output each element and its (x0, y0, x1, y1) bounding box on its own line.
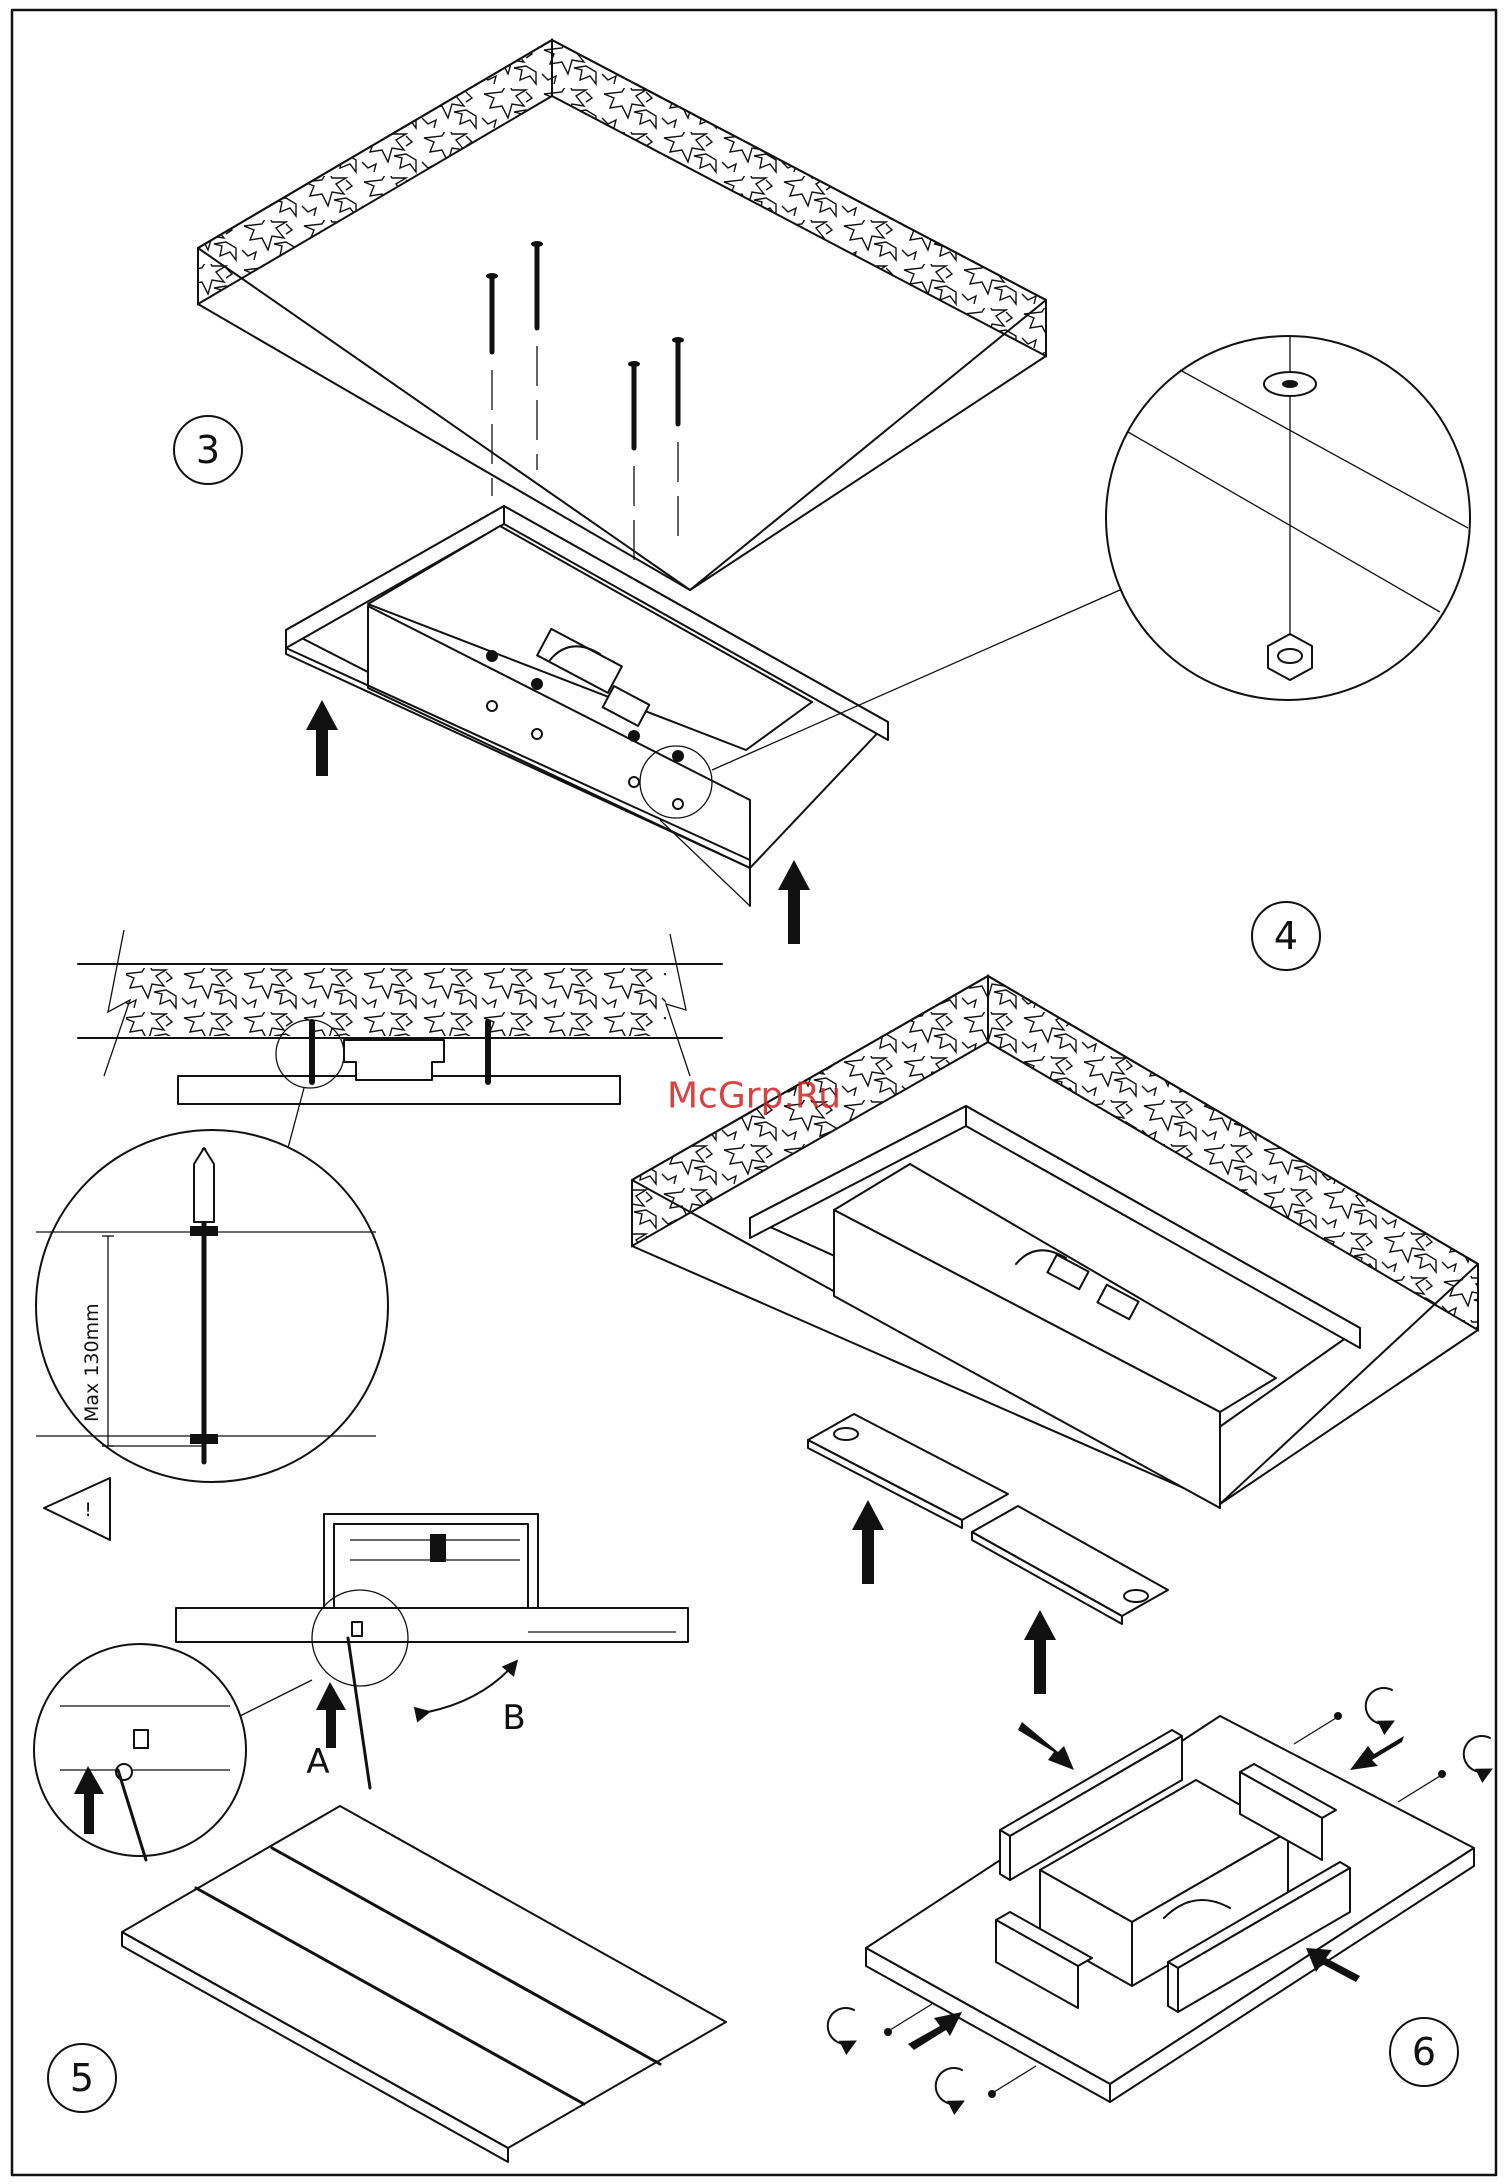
step5-installed-hood (122, 1806, 726, 2162)
step3-ceiling-slab (198, 40, 1046, 590)
step3-label: 3 (196, 428, 220, 472)
warning-symbol: ! (84, 1499, 92, 1521)
warning-triangle: ! (44, 1478, 110, 1540)
step5-arrow-b: B (428, 1662, 526, 1738)
step3-hood-frame (286, 506, 888, 906)
watermark-text: McGrp.Ru (667, 1076, 841, 1117)
step5-number: 5 (48, 2044, 116, 2112)
step4-arrow-up-left (852, 1500, 884, 1584)
step4-arrow-up-right (1024, 1610, 1056, 1694)
step5-arrow-a: A (306, 1682, 346, 1782)
max-length-detail: Max 130mm (36, 1130, 388, 1482)
max-length-label: Max 130mm (81, 1303, 103, 1422)
point-a-label: A (306, 1742, 329, 1782)
step6-label: 6 (1412, 2030, 1436, 2074)
step5-hood-top (176, 1514, 688, 1788)
step6-number: 6 (1390, 2018, 1458, 2086)
section-ceiling (78, 930, 722, 1148)
point-b-label: B (502, 1698, 525, 1738)
step3-arrow-up-right (778, 860, 810, 944)
step4-filter-panel-right (972, 1506, 1168, 1624)
step3-number: 3 (174, 416, 242, 484)
step5-detail-circle (34, 1644, 246, 1860)
step3-magnified-detail (1106, 336, 1470, 700)
step4-label: 4 (1274, 914, 1298, 958)
step4-number: 4 (1252, 902, 1320, 970)
step3-arrow-up-left (306, 700, 338, 776)
step4-filter-panel-left (808, 1414, 1008, 1528)
step5-label: 5 (70, 2056, 94, 2100)
